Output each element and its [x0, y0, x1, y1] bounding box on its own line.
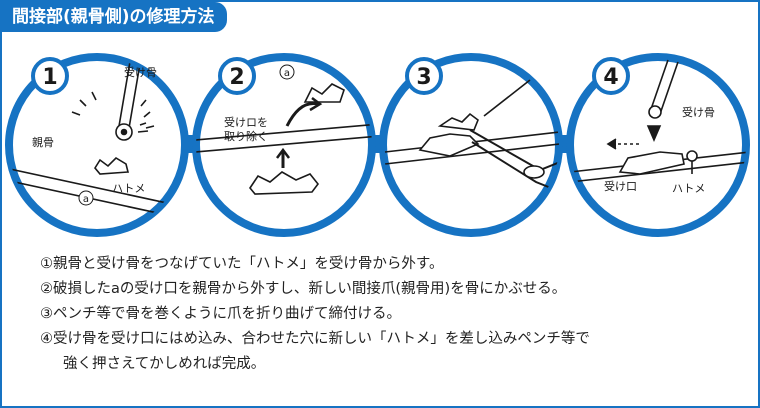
panel-2: 2 a 受けロを 取り除く — [192, 53, 376, 237]
step-1-number: 1 — [42, 65, 57, 90]
panel-2-label-marker: a — [284, 68, 290, 79]
panel-2-label-remove-line2: 取り除く — [224, 129, 268, 143]
instruction-step-3: ③ペンチ等で骨を巻くように爪を折り曲げて締付ける。 — [40, 306, 401, 322]
step-3-number: 3 — [416, 65, 431, 90]
instruction-step-1: ①親骨と受け骨をつなげていた「ハトメ」を受け骨から外す。 — [40, 256, 444, 272]
step-4-badge — [592, 57, 630, 95]
panel-1-label-receiving-rib: 受け骨 — [124, 66, 157, 79]
panel-4-label-rivet: ハトメ — [672, 182, 705, 195]
step-1-badge — [31, 57, 69, 95]
panel-3: 3 — [379, 53, 563, 237]
panel-1-label-rivet: ハトメ — [112, 182, 145, 195]
panel-4-label-receiving-rib: 受け骨 — [682, 106, 715, 119]
panel-1-label-marker: a — [83, 194, 89, 205]
instruction-step-4-continuation: 強く押さえてかしめれば完成。 — [63, 356, 266, 372]
illustrations-svg: 1 受け骨 親骨 a ハトメ 2 a 受けロを 取り除く — [5, 53, 750, 237]
instruction-list: ①親骨と受け骨をつなげていた「ハトメ」を受け骨から外す。 ②破損したaの受け口を… — [40, 252, 740, 377]
instruction-step-4: ④受け骨を受け口にはめ込み、合わせた穴に新しい「ハトメ」を差し込みペンチ等で — [40, 331, 590, 347]
step-4-number: 4 — [603, 65, 618, 90]
panel-4: 4 受け骨 受け口 ハトメ — [566, 53, 750, 237]
page-title: 間接部(親骨側)の修理方法 — [2, 2, 227, 32]
step-3-badge — [405, 57, 443, 95]
panel-4-label-receiving-port: 受け口 — [604, 180, 637, 193]
instruction-step-2: ②破損したaの受け口を親骨から外すし、新しい間接爪(親骨用)を骨にかぶせる。 — [40, 281, 567, 297]
illustration-panels: 1 受け骨 親骨 a ハトメ 2 a 受けロを 取り除く — [0, 40, 760, 250]
step-2-badge — [218, 57, 256, 95]
panel-1: 1 受け骨 親骨 a ハトメ — [5, 53, 189, 237]
panel-2-label-remove-line1: 受けロを — [224, 116, 268, 129]
step-2-number: 2 — [229, 65, 244, 90]
panel-1-label-main-rib: 親骨 — [32, 136, 54, 149]
